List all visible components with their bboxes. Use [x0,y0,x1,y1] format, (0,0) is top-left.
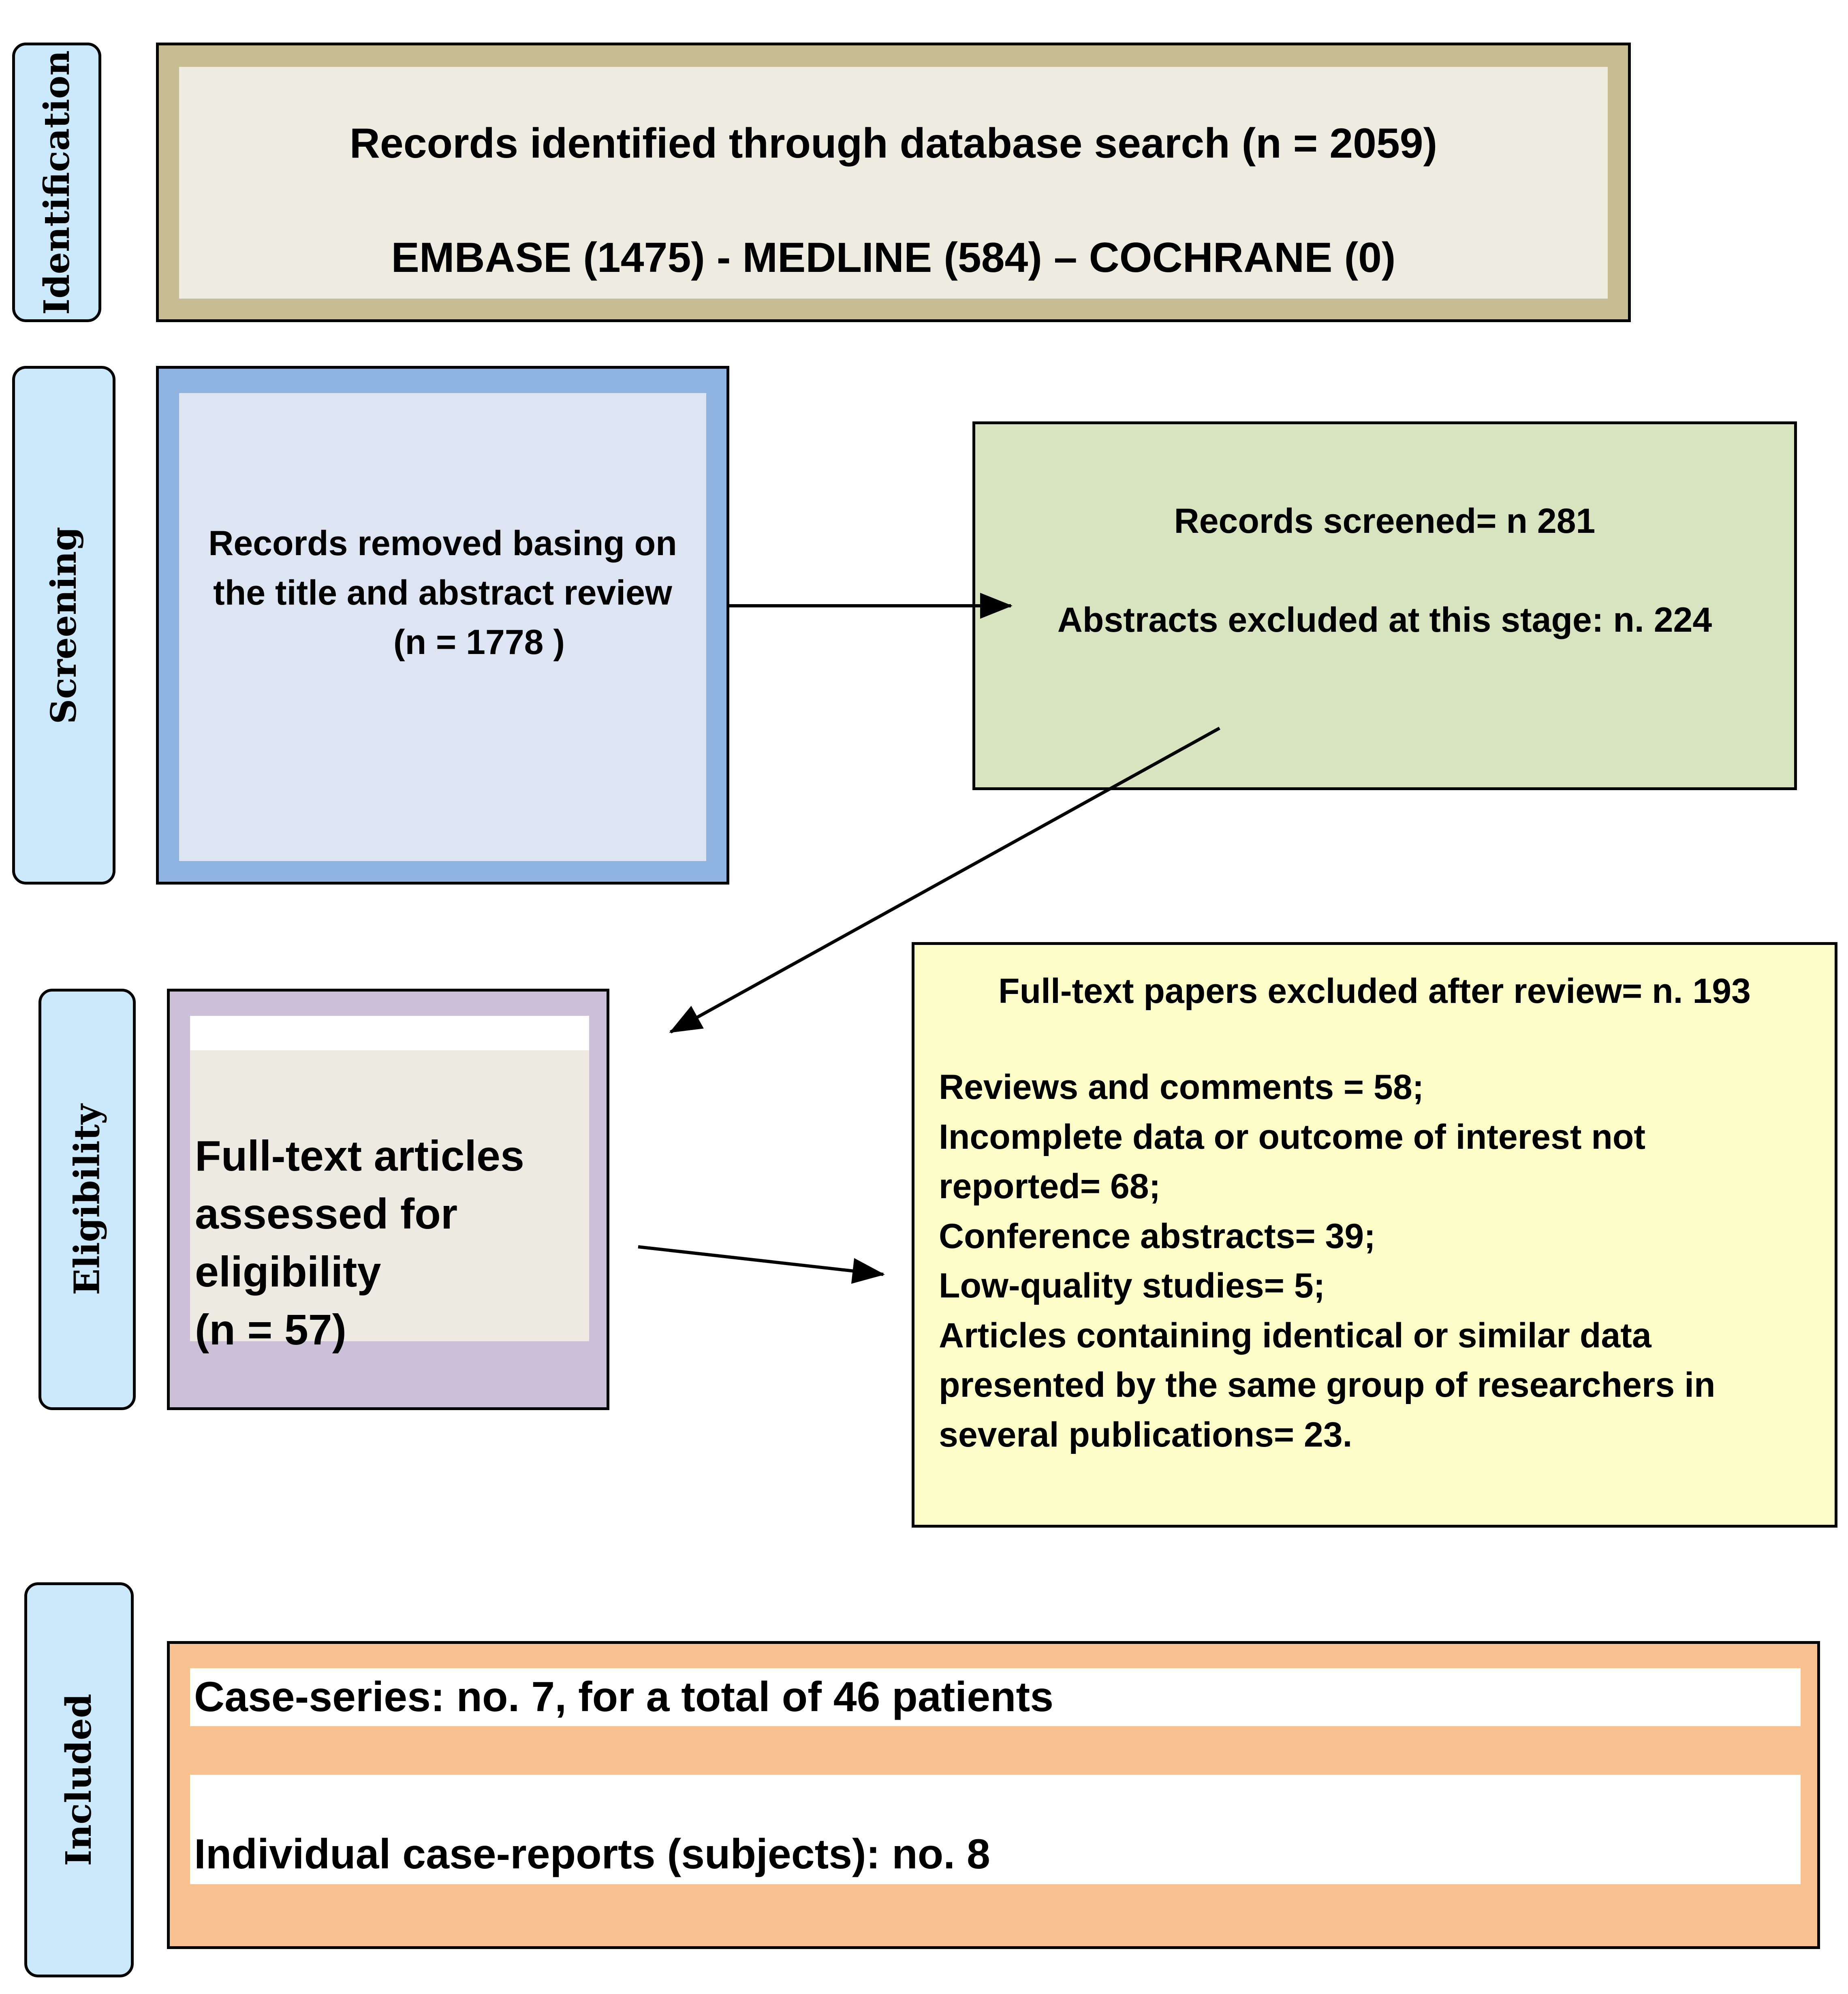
records-removed-line2: the title and abstract review [213,573,672,612]
identification-box: Records identified through database sear… [156,43,1631,322]
records-removed-line1: Records removed basing on [208,524,677,563]
stage-eligibility: Eligibility [38,989,136,1410]
fulltext-assessed-line1: Full-text articles [195,1132,524,1180]
arrow-fulltext-to-excluded [638,1245,885,1284]
records-removed-content: Records removed basing on the title and … [179,393,706,861]
stage-identification: Identification [12,43,101,322]
records-screened-box: Records screened= n 281 Abstracts exclud… [972,421,1797,790]
included-case-reports-row: Individual case-reports (subjects): no. … [190,1775,1801,1884]
identification-database-breakdown: EMBASE (1475) - MEDLINE (584) – COCHRANE… [391,234,1396,281]
exclusion-reason: Low-quality studies= 5; [939,1266,1325,1305]
abstracts-excluded-count: Abstracts excluded at this stage: n. 224 [1057,601,1712,639]
fulltext-assessed-header-strip [190,1016,589,1050]
fulltext-assessed-line2: assessed for [195,1190,458,1238]
identification-records-count: Records identified through database sear… [349,120,1438,167]
included-case-series-row: Case-series: no. 7, for a total of 46 pa… [190,1668,1801,1726]
fulltext-assessed-count: (n = 57) [195,1306,347,1354]
fulltext-excluded-title: Full-text papers excluded after review= … [998,972,1751,1011]
exclusion-reason: presented by the same group of researche… [939,1366,1716,1404]
included-case-series: Case-series: no. 7, for a total of 46 pa… [194,1673,1054,1720]
records-removed-count: (n = 1778 ) [393,623,565,662]
identification-box-content: Records identified through database sear… [179,67,1608,299]
fulltext-assessed-line3: eligibility [195,1248,381,1296]
included-box: Case-series: no. 7, for a total of 46 pa… [167,1641,1820,1949]
fulltext-excluded-box: Full-text papers excluded after review= … [912,942,1837,1528]
fulltext-assessed-box: Full-text articles assessed for eligibil… [167,989,609,1410]
exclusion-reason: Conference abstracts= 39; [939,1216,1376,1256]
arrow-screened-to-fulltext [669,727,1220,1034]
records-removed-box: Records removed basing on the title and … [156,366,729,885]
exclusion-reason: Articles containing identical or similar… [939,1316,1651,1355]
exclusion-reason: several publications= 23. [939,1415,1352,1454]
stage-included: Included [24,1582,134,1977]
included-case-reports: Individual case-reports (subjects): no. … [194,1831,990,1878]
exclusion-reason: reported= 68; [939,1167,1161,1206]
stage-screening: Screening [12,366,115,885]
records-screened-count: Records screened= n 281 [1174,502,1596,541]
exclusion-reason: Incomplete data or outcome of interest n… [939,1117,1646,1156]
exclusion-reason: Reviews and comments = 58; [939,1068,1424,1107]
fulltext-assessed-content: Full-text articles assessed for eligibil… [190,1050,589,1354]
